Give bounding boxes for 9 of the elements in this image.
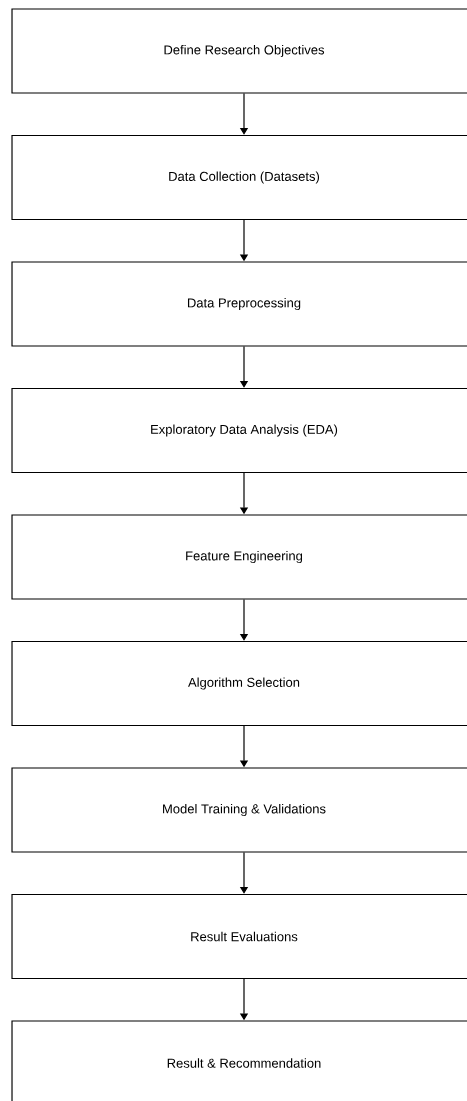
process-box: Algorithm Selection xyxy=(11,640,467,727)
process-box: Exploratory Data Analysis (EDA) xyxy=(11,387,467,474)
process-box: Result & Recommendation xyxy=(11,1020,467,1101)
process-box: Data Collection (Datasets) xyxy=(11,134,467,221)
process-box: Result Evaluations xyxy=(11,893,467,980)
process-box: Define Research Objectives xyxy=(11,8,467,94)
process-box: Data Preprocessing xyxy=(11,261,467,347)
process-box: Feature Engineering xyxy=(11,514,467,600)
process-box: Model Training & Validations xyxy=(11,767,467,853)
